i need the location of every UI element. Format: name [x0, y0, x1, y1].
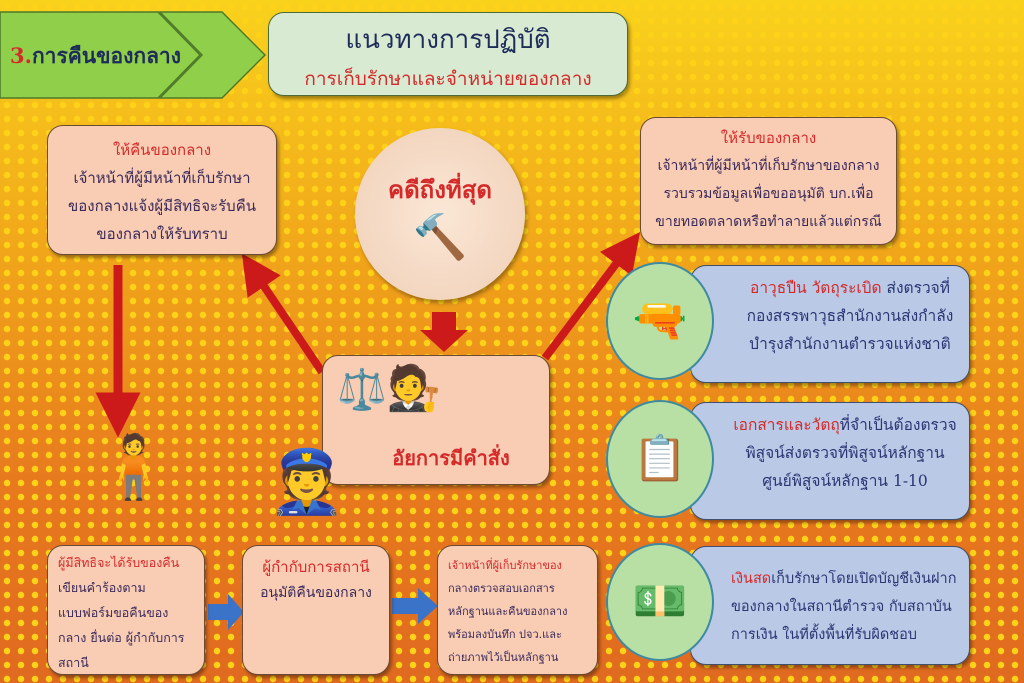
- return-line: ของกลางให้รับทราบ: [96, 225, 228, 243]
- item-documents: เอกสารและวัตถุที่จำเป็นต้องตรวจ พิสูจน์ส…: [690, 402, 970, 520]
- citizen-icon: 🧍: [95, 430, 173, 503]
- return-line: ของกลางแจ้งผู้มีสิทธิจะรับคืน: [68, 197, 256, 215]
- arrow-down-center: [420, 312, 468, 352]
- item-line: ศูนย์พิสูจน์หลักฐาน 1-10: [762, 472, 928, 490]
- item-weapons: อาวุธปืน วัตถุระเบิด ส่งตรวจที่ กองสรรพา…: [690, 265, 970, 383]
- section-chevron: [0, 11, 267, 99]
- step-line: พร้อมลงบันทึก ปจว.และ: [448, 628, 562, 641]
- receive-line: ขายทอดตลาดหรือทำลายแล้วแต่กรณี: [655, 214, 882, 230]
- step-custodian: เจ้าหน้าที่ผู้เก็บรักษาของ กลางตรวจสอบเอ…: [437, 545, 598, 675]
- step-claimant: ผู้มีสิทธิจะได้รับของคืน เขียนคำร้องตาม …: [47, 545, 205, 675]
- arrow-to-return: [241, 253, 326, 375]
- step-line: สถานี: [58, 655, 89, 670]
- receive-line: รวบรวมข้อมูลเพื่อขออนุมัติ บก.เพื่อ: [663, 186, 874, 202]
- title-box: แนวทางการปฏิบัติ การเก็บรักษาและจำหน่ายข…: [268, 12, 628, 96]
- item-cash: เงินสดเก็บรักษาโดยเปิดบัญชีเงินฝาก ของกล…: [690, 546, 970, 665]
- step-line: เขียนคำร้องตาม: [58, 580, 146, 595]
- item-text: เก็บรักษาโดยเปิดบัญชีเงินฝาก: [771, 571, 957, 587]
- step-line: แบบฟอร์มขอคืนของ: [58, 605, 169, 620]
- prosecutor-label: อัยการมีคำสั่ง: [392, 446, 510, 470]
- step-superintendent: ผู้กำกับการสถานี อนุมัติคืนของกลาง: [242, 545, 390, 675]
- police-officer-icon: 👮: [268, 445, 346, 518]
- return-line: เจ้าหน้าที่ผู้มีหน้าที่เก็บรักษา: [73, 169, 251, 187]
- final-case-label: คดีถึงที่สุด: [388, 175, 492, 204]
- blue-arrow-1: [208, 594, 244, 630]
- receive-line: เจ้าหน้าที่ผู้มีหน้าที่เก็บรักษาของกลาง: [657, 158, 880, 174]
- page-title: แนวทางการปฏิบัติ: [345, 25, 551, 55]
- item-highlight: เอกสารและวัตถุ: [733, 416, 840, 434]
- return-heading: ให้คืนของกลาง: [112, 141, 212, 159]
- receive-heading: ให้รับของกลาง: [720, 129, 817, 147]
- item-highlight: อาวุธปืน วัตถุระเบิด: [750, 279, 882, 297]
- step-line: กลาง ยื่นต่อ ผู้กำกับการ: [58, 630, 185, 645]
- cash-icon: 💵: [606, 543, 714, 661]
- court-scales-icon: ⚖️🧑‍⚖️: [337, 363, 442, 414]
- page-subtitle: การเก็บรักษาและจำหน่ายของกลาง: [304, 68, 592, 90]
- gavel-icon: 🔨: [412, 212, 468, 263]
- item-highlight: เงินสด: [731, 571, 772, 587]
- item-line: กองสรรพาวุธสำนักงานส่งกำลัง: [746, 307, 954, 325]
- step-line: กลางตรวจสอบเอกสาร: [448, 582, 555, 595]
- blue-arrow-2: [392, 588, 438, 624]
- prosecutor-box: ⚖️🧑‍⚖️ อัยการมีคำสั่ง: [322, 355, 550, 485]
- step-line: อนุมัติคืนของกลาง: [260, 585, 372, 601]
- item-line: พิสูจน์ส่งตรวจที่พิสูจน์หลักฐาน: [745, 444, 945, 462]
- item-line: การเงิน ในที่ตั้งพื้นที่รับผิดชอบ: [731, 627, 918, 643]
- item-line: บำรุงสำนักงานตำรวจแห่งชาติ: [749, 335, 951, 353]
- item-line: ของกลางในสถานีตำรวจ กับสถาบัน: [731, 599, 952, 615]
- item-text: ส่งตรวจที่: [881, 279, 950, 297]
- arrow-to-receive: [541, 232, 641, 361]
- step-heading: ผู้กำกับการสถานี: [262, 558, 370, 576]
- return-box: ให้คืนของกลาง เจ้าหน้าที่ผู้มีหน้าที่เก็…: [47, 125, 277, 255]
- step-line: หลักฐานและคืนของกลาง: [448, 605, 568, 618]
- receive-box: ให้รับของกลาง เจ้าหน้าที่ผู้มีหน้าที่เก็…: [640, 117, 897, 245]
- final-case-circle: คดีถึงที่สุด 🔨: [355, 128, 525, 300]
- section-title: 3.การคืนของกลาง: [10, 43, 181, 68]
- step-heading: เจ้าหน้าที่ผู้เก็บรักษาของ: [448, 559, 562, 572]
- gun-grenade-icon: 🔫: [606, 262, 714, 380]
- step-line: ถ่ายภาพไว้เป็นหลักฐาน: [448, 651, 559, 664]
- documents-magnifier-icon: 📋: [606, 400, 714, 518]
- item-text: ที่จำเป็นต้องตรวจ: [839, 416, 957, 434]
- step-heading: ผู้มีสิทธิจะได้รับของคืน: [58, 555, 180, 570]
